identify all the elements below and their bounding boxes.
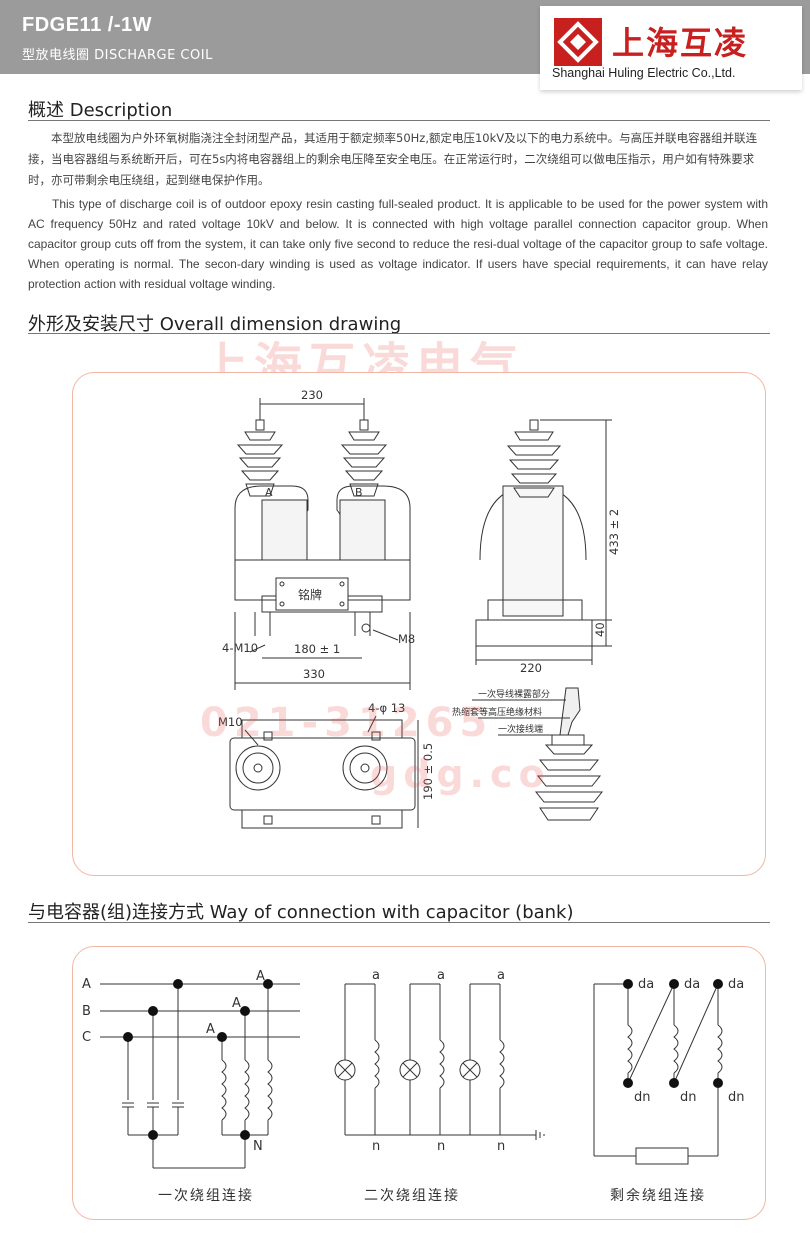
primary-connection	[100, 983, 300, 1169]
terminal-a-label: A	[265, 486, 273, 499]
insulator-left	[236, 419, 284, 497]
dimension-title: 外形及安装尺寸 Overall dimension drawing	[28, 314, 402, 335]
sec-a-3: a	[497, 968, 505, 983]
res-dn-1: dn	[634, 1090, 651, 1105]
sec-n-3: n	[497, 1139, 505, 1154]
terminal-a-2: A	[232, 996, 241, 1011]
dim-330: 330	[303, 667, 325, 681]
dimension-panel	[72, 372, 766, 876]
dim-phi13: 4-φ 13	[368, 701, 405, 715]
terminal-b-label: B	[355, 486, 363, 499]
residual-connection	[593, 983, 723, 1165]
product-subtitle: 型放电线圈 DISCHARGE COIL	[22, 48, 213, 63]
terminal-a-1: A	[256, 969, 265, 984]
dim-m10-top: M10	[218, 715, 243, 729]
description-cn: 本型放电线圈为户外环氧树脂浇注全封闭型产品，其适用于额定频率50Hz,额定电压1…	[28, 131, 758, 187]
res-da-3: da	[728, 977, 744, 992]
res-dn-3: dn	[728, 1090, 745, 1105]
description-title: 概述 Description	[28, 100, 173, 121]
brand-name-cn: 上海互凌	[612, 24, 749, 62]
brand-logo-icon	[554, 18, 602, 66]
callout-insulation: 热缩套等高压绝缘材料	[452, 706, 542, 718]
terminal-callout	[472, 687, 604, 821]
dim-230: 230	[301, 388, 323, 402]
side-view	[475, 419, 612, 665]
phase-a-label: A	[82, 977, 91, 992]
phase-b-label: B	[82, 1004, 91, 1019]
sec-a-1: a	[372, 968, 380, 983]
callout-terminal: 一次接线端	[498, 723, 543, 735]
sec-a-2: a	[437, 968, 445, 983]
dim-433: 433 ± 2	[607, 509, 621, 555]
terminal-n: N	[253, 1139, 263, 1154]
dim-40: 40	[593, 622, 607, 637]
product-model: FDGE11 /-1W	[22, 14, 152, 36]
caption-residual: 剩余绕组连接	[610, 1187, 706, 1204]
divider	[28, 333, 770, 334]
res-da-1: da	[638, 977, 654, 992]
plan-view	[229, 715, 419, 829]
phase-c-label: C	[82, 1030, 91, 1045]
res-da-2: da	[684, 977, 700, 992]
nameplate	[275, 577, 349, 611]
terminal-a-3: A	[206, 1022, 215, 1037]
dim-m10-left: 4-M10	[222, 641, 258, 655]
brand-box: 上海互凌 Shanghai Huling Electric Co.,Ltd.	[540, 6, 802, 90]
insulator-right	[340, 419, 388, 497]
divider	[28, 120, 770, 121]
sec-n-2: n	[437, 1139, 445, 1154]
callout-conductor: 一次导线裸露部分	[478, 688, 550, 700]
res-dn-2: dn	[680, 1090, 697, 1105]
dim-220: 220	[520, 661, 542, 675]
brand-name-en: Shanghai Huling Electric Co.,Ltd.	[552, 66, 736, 80]
sec-n-1: n	[372, 1139, 380, 1154]
dim-180: 180 ± 1	[294, 642, 340, 656]
junction-dots	[123, 979, 723, 1140]
connection-panel	[72, 946, 766, 1220]
secondary-connection	[334, 983, 545, 1140]
caption-secondary: 二次绕组连接	[364, 1187, 460, 1204]
caption-primary: 一次绕组连接	[158, 1187, 254, 1204]
dim-190: 190 ± 0.5	[421, 743, 435, 800]
dim-m8: M8	[398, 632, 415, 646]
divider	[28, 922, 770, 923]
connection-title: 与电容器(组)连接方式 Way of connection with capac…	[28, 902, 574, 923]
description-en: This type of discharge coil is of outdoo…	[28, 197, 768, 291]
nameplate-label: 铭牌	[298, 587, 322, 602]
